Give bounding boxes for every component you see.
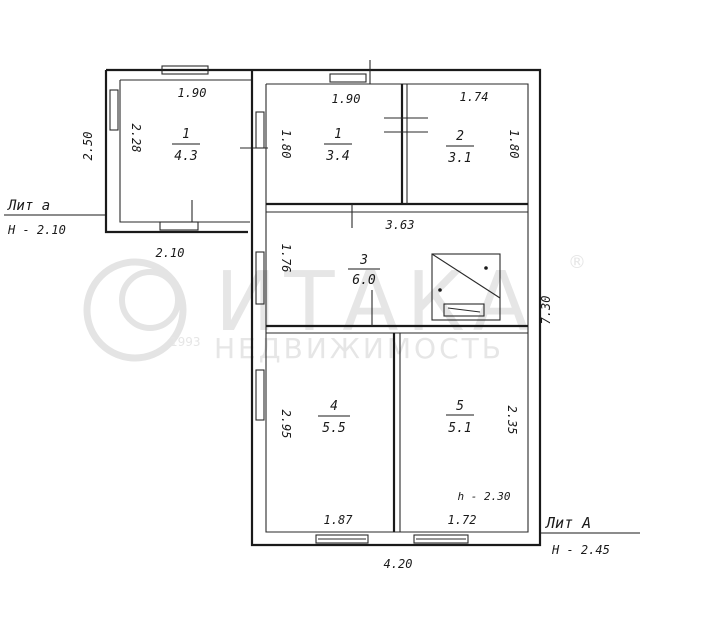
dim-annex-top: 1.90 <box>178 86 207 100</box>
watermark-sub: НЕДВИЖИМОСТЬ <box>214 332 504 365</box>
main-walls <box>250 60 542 547</box>
dim-r2-height: 1.80 <box>507 130 521 159</box>
window-r4-bottom <box>315 534 369 544</box>
dim-annex-bottom: 2.10 <box>156 246 185 260</box>
main-height: Н - 2.45 <box>551 543 610 557</box>
dim-r4-height: 2.95 <box>279 410 293 439</box>
window-r1-left <box>255 111 265 149</box>
dim-r1-height: 1.80 <box>279 130 293 159</box>
dim-r2-width: 1.74 <box>460 90 489 104</box>
watermark-reg: ® <box>568 252 586 273</box>
window-r4-left <box>255 369 265 421</box>
room-r5-number: 5 <box>456 399 464 414</box>
dim-annex-outer-side: 2.50 <box>81 132 95 161</box>
stove-icon <box>431 253 501 321</box>
room-a1-area: 4.3 <box>174 149 197 164</box>
room-r4-number: 4 <box>330 399 338 414</box>
room-r4-area: 5.5 <box>322 421 346 436</box>
dim-r4-width: 1.87 <box>324 513 354 527</box>
room-r1-area: 3.4 <box>325 149 349 164</box>
dimensions: 1.90 2.28 2.50 2.10 1.90 1.80 1.74 1.80 … <box>81 86 553 571</box>
room-r2-number: 2 <box>456 129 464 144</box>
annex-tag: Лит а Н - 2.10 <box>4 198 106 237</box>
dim-r5-height: 2.35 <box>505 406 519 435</box>
room-r1-number: 1 <box>334 127 342 142</box>
annex-window-left <box>109 89 119 131</box>
watermark-logo-inner-icon <box>119 269 181 331</box>
room-r1-label: 1 3.4 <box>324 127 352 164</box>
room-r3-number: 3 <box>359 253 368 268</box>
dim-main-side: 7.30 <box>539 296 553 325</box>
main-name: Лит А <box>544 514 591 532</box>
room-r5-label: 5 5.1 <box>446 399 474 436</box>
room-r5-area: 5.1 <box>448 421 471 436</box>
annex-height: Н - 2.10 <box>7 223 66 237</box>
room-r4-label: 4 5.5 <box>318 399 350 436</box>
watermark-logo-icon <box>83 258 187 362</box>
main-tag: Лит А Н - 2.45 <box>540 514 640 557</box>
dim-main-bottom: 4.20 <box>384 557 413 571</box>
dim-annex-inner-side: 2.28 <box>129 124 143 153</box>
window-r5-bottom <box>413 534 469 544</box>
room-r2-area: 3.1 <box>447 151 471 166</box>
watermark-year: 1993 <box>170 335 201 349</box>
annex-window-bottom <box>159 221 199 231</box>
dim-r1-width: 1.90 <box>332 92 361 106</box>
room-r2-label: 2 3.1 <box>446 129 474 166</box>
annex-name: Лит а <box>7 198 50 214</box>
dim-r3-top: 3.63 <box>385 218 415 232</box>
annex-walls <box>104 65 268 234</box>
room-a1-number: 1 <box>182 127 190 142</box>
window-r1-top <box>329 73 367 83</box>
window-r3-left <box>255 251 265 305</box>
dim-r5-width: 1.72 <box>448 513 477 527</box>
watermark: ИТАКА ® 1993 НЕДВИЖИМОСТЬ <box>83 252 586 365</box>
room-r3-label: 3 6.0 <box>348 253 380 288</box>
room-r5-height-note: h - 2.30 <box>458 490 511 503</box>
dim-r3-side: 1.76 <box>279 244 293 273</box>
room-r3-area: 6.0 <box>352 273 376 288</box>
room-a1-label: 1 4.3 <box>172 127 200 164</box>
annex-window-top <box>161 65 209 75</box>
